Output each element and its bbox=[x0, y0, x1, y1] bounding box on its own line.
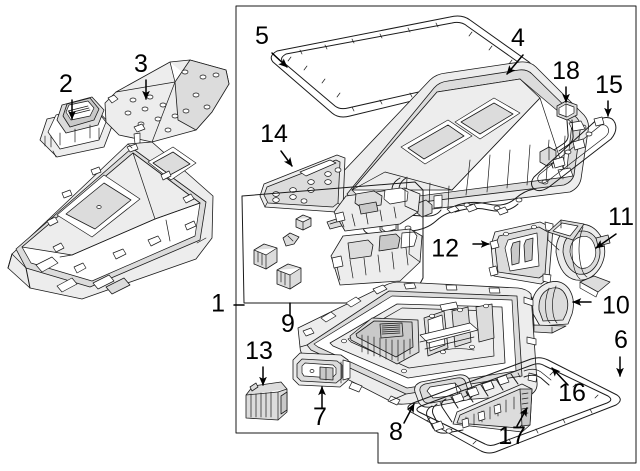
leader-8 bbox=[403, 403, 415, 424]
callout-15: 15 bbox=[595, 71, 623, 99]
callout-18: 18 bbox=[552, 57, 580, 85]
callout-numbers: 1 2 3 4 5 6 7 8 9 10 11 12 13 14 15 16 1… bbox=[59, 22, 634, 450]
leader-16 bbox=[551, 367, 569, 386]
leader-14 bbox=[280, 150, 293, 167]
part-bus-bar-bracket bbox=[292, 352, 351, 388]
part-mounting-bracket-plate bbox=[104, 59, 230, 145]
part-cell-sense-connector-strip bbox=[452, 383, 533, 433]
part-lower-tray-housing bbox=[297, 281, 538, 406]
part-upper-cover-housing bbox=[337, 61, 589, 218]
part-harness-support-rail bbox=[531, 116, 617, 192]
callout-8: 8 bbox=[389, 418, 403, 446]
part-inline-harness-connector bbox=[539, 100, 578, 169]
callout-7: 7 bbox=[313, 403, 327, 431]
leader-17 bbox=[516, 407, 528, 427]
callout-9: 9 bbox=[281, 310, 295, 338]
part-electronics-mounting-plate bbox=[488, 221, 554, 285]
callout-14: 14 bbox=[260, 120, 288, 148]
callout-4: 4 bbox=[511, 24, 525, 52]
callout-6: 6 bbox=[614, 326, 628, 354]
callout-10: 10 bbox=[602, 292, 630, 320]
callout-3: 3 bbox=[134, 50, 148, 78]
leader-11 bbox=[595, 233, 617, 249]
callout-12: 12 bbox=[431, 235, 459, 263]
callout-16: 16 bbox=[558, 379, 586, 407]
assembly-group-border bbox=[235, 5, 637, 464]
callout-leader-lines bbox=[68, 52, 624, 427]
part-side-mounting-rail-plate bbox=[259, 154, 346, 213]
part-relay-fuse-connector-set bbox=[241, 181, 424, 304]
leader-5 bbox=[271, 52, 288, 68]
callout-1: 1 bbox=[211, 290, 225, 318]
part-battery-pack-assembly bbox=[7, 141, 214, 300]
part-cell-voltage-sense-harness bbox=[426, 368, 552, 434]
part-junction-connector-block bbox=[245, 381, 288, 421]
part-cooling-blower-fan bbox=[547, 219, 611, 298]
leader-4 bbox=[506, 54, 524, 75]
callout-2: 2 bbox=[59, 70, 73, 98]
callout-17: 17 bbox=[498, 422, 526, 450]
callout-11: 11 bbox=[608, 203, 634, 231]
callout-5: 5 bbox=[255, 22, 269, 50]
callout-13: 13 bbox=[245, 337, 273, 365]
